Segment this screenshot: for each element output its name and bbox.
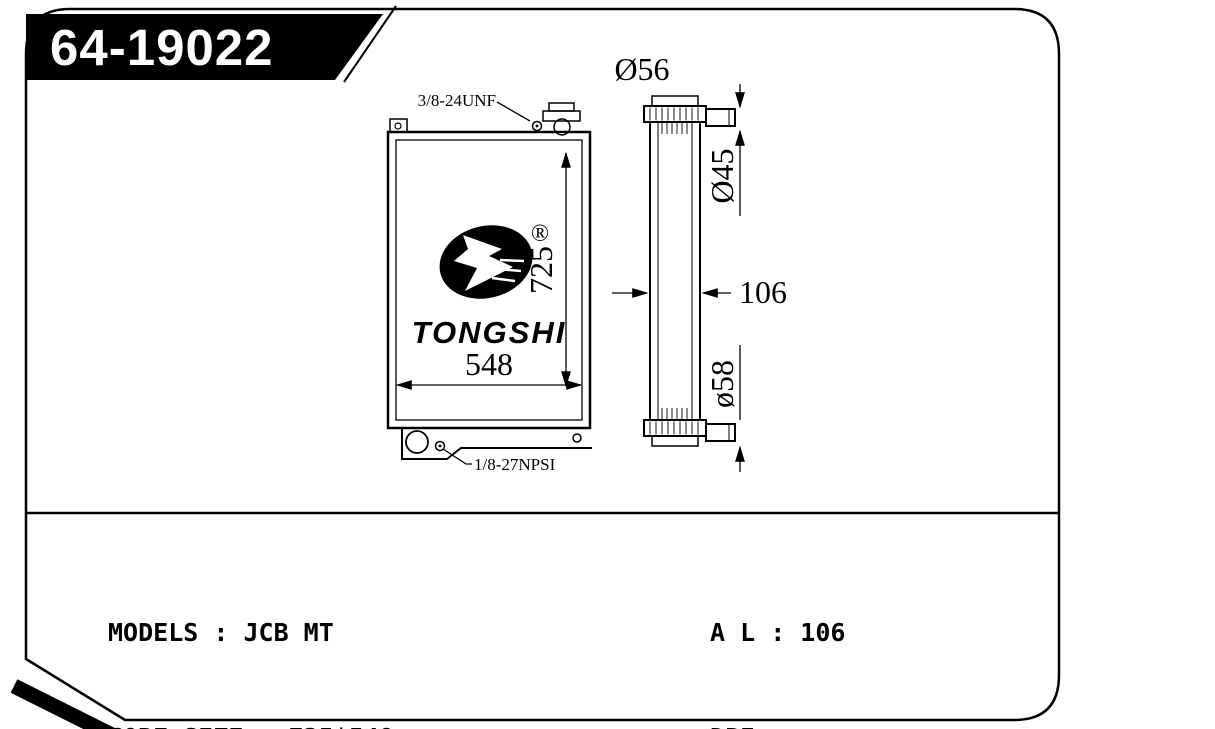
front-view [386,102,592,460]
dim-top-dia-label: Ø56 [614,51,669,87]
dim-depth-106: 106 [612,274,787,310]
fitting-bottom-label: 1/8-27NPSI [474,455,556,474]
dim-width-label: 548 [465,346,513,382]
part-number-banner [26,14,383,80]
dim-bottom-dia-label: ø58 [704,360,740,408]
dim-pipe-dia-label: Ø45 [704,148,740,203]
registered-mark: ® [531,221,549,247]
brand-wordmark: TONGSHI [412,315,567,350]
dim-top-diameter-56: Ø56 [614,51,745,109]
fitting-top-label: 3/8-24UNF [418,91,496,110]
corner-diagonal-line [343,5,397,83]
hatch-ticks [649,107,699,435]
dim-bottom-diameter-58: ø58 [704,345,745,472]
logo-speed-lines [491,258,525,283]
spec-al: A L : 106 [710,618,846,647]
spec-models: MODELS : JCB MT [108,618,334,647]
fitting-leader-lines [442,101,531,465]
spec-core-size: CORE SIZE : 725*548 [108,720,454,729]
logo-swoosh-icon [454,235,513,291]
dim-width-548: 548 [395,346,583,390]
corner-wedge [10,679,117,729]
side-view [643,95,736,447]
spec-list-left: MODELS : JCB MT CORE SIZE : 725*548 TANK… [108,545,454,729]
dim-depth-label: 106 [739,274,787,310]
spec-list-right: A L : 106 DPI : OEM : NISSENS: [710,545,845,729]
part-number: 64-19022 [50,19,274,76]
tongshi-logo: ® TONGSHI [412,221,567,350]
spec-dpi: DPI : [710,720,845,729]
dim-pipe-diameter-45: Ø45 [704,129,745,216]
